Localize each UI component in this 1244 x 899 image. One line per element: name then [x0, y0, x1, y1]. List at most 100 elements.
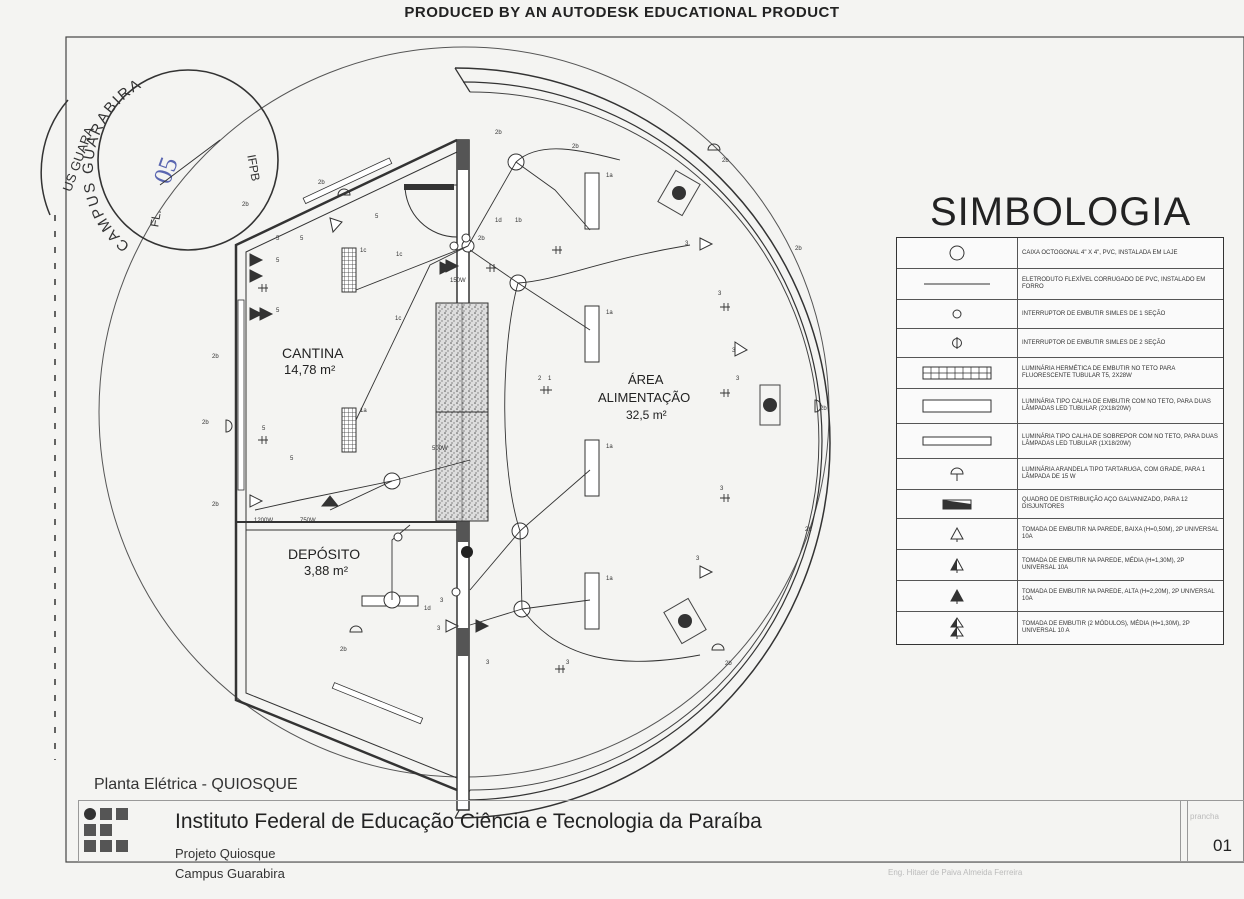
- svg-text:2b: 2b: [212, 502, 219, 508]
- conduit-line-icon: [897, 269, 1018, 299]
- svg-text:5: 5: [276, 258, 280, 264]
- trough-luminaire-4: [584, 572, 600, 630]
- legend-description: TOMADA DE EMBUTIR NA PAREDE, ALTA (h=2,2…: [1022, 589, 1215, 602]
- legend-description: CAIXA OCTOGONAL 4" X 4", PVC, INSTALADA …: [1022, 249, 1178, 256]
- legend-row: LUMINÁRIA TIPO CALHA DE EMBUTIR COM NO T…: [897, 389, 1223, 424]
- outlets: [249, 217, 748, 633]
- column-pad-1: [657, 169, 701, 217]
- legend-row: INTERRUPTOR DE EMBUTIR SIMLES DE 2 SEÇÃO: [897, 329, 1223, 358]
- stamp-fl-label: FL.: [147, 209, 164, 229]
- svg-text:1b: 1b: [515, 218, 522, 224]
- wall-column-mid: [457, 520, 469, 542]
- svg-text:2b: 2b: [495, 130, 502, 136]
- legend-description: ELETRODUTO FLEXÍVEL CORRUGADO DE PVC, IN…: [1022, 277, 1206, 290]
- svg-text:3: 3: [566, 660, 570, 666]
- room-deposito-area: 3,88 m²: [304, 563, 349, 578]
- svg-text:5: 5: [300, 236, 304, 242]
- octagonal-box-icon: [897, 238, 1018, 268]
- svg-text:3: 3: [732, 348, 736, 354]
- hermetic-luminaire-icon: [897, 358, 1018, 388]
- svg-text:2: 2: [538, 376, 542, 382]
- legend-description: TOMADA DE EMBUTIR NA PAREDE, BAIXA (h=0,…: [1022, 527, 1219, 540]
- window-top: [302, 157, 393, 205]
- project-name: Projeto Quiosque: [175, 846, 276, 861]
- legend-description: LUMINÁRIA TIPO CALHA DE SOBREPOR COM NO …: [1022, 434, 1218, 447]
- svg-text:2b: 2b: [725, 661, 732, 667]
- svg-text:2b: 2b: [795, 246, 802, 252]
- legend-row: TOMADA DE EMBUTIR NA PAREDE, ALTA (h=2,2…: [897, 581, 1223, 612]
- legend-description: TOMADA DE EMBUTIR NA PAREDE, MÉDIA (h=1,…: [1022, 558, 1185, 571]
- legend-row: TOMADA DE EMBUTIR (2 MÓDULOS), MÉDIA (H=…: [897, 612, 1223, 644]
- single-switch-icon: [897, 300, 1018, 328]
- legend-description: INTERRUPTOR DE EMBUTIR SIMLES DE 2 SEÇÃO: [1022, 339, 1166, 346]
- column-pad-3: [663, 597, 707, 645]
- column-pad-2: [759, 384, 781, 426]
- svg-text:2b: 2b: [202, 420, 209, 426]
- legend-row: CAIXA OCTOGONAL 4" X 4", PVC, INSTALADA …: [897, 238, 1223, 269]
- svg-text:CAMPUS GUARABIRA: CAMPUS GUARABIRA: [80, 75, 145, 255]
- door-swing: [404, 184, 458, 238]
- svg-text:2b: 2b: [572, 144, 579, 150]
- room-cantina-name: CANTINA: [282, 345, 344, 361]
- svg-text:5: 5: [276, 308, 280, 314]
- outlet-medium-icon: [897, 550, 1018, 580]
- circuit-marks: [258, 246, 730, 673]
- window-left: [237, 299, 245, 491]
- wall-sconces: [225, 143, 822, 651]
- column-3: [678, 614, 692, 628]
- sheet-label: prancha: [1190, 812, 1219, 821]
- canopy-mid-ring: [469, 91, 820, 791]
- svg-text:3: 3: [437, 626, 441, 632]
- power-label-150w: 150W: [450, 278, 466, 284]
- legend-row: QUADRO DE DISTRIBUIÇÃO AÇO GALVANIZADO, …: [897, 490, 1223, 519]
- legend-row: LUMINÁRIA HERMÉTICA DE EMBUTIR NO TETO P…: [897, 358, 1223, 389]
- column-2: [763, 398, 777, 412]
- outlet-low-icon: [897, 519, 1018, 549]
- svg-text:3: 3: [696, 556, 700, 562]
- outlet-double-icon: [897, 612, 1018, 644]
- legend-description: TOMADA DE EMBUTIR (2 MÓDULOS), MÉDIA (H=…: [1022, 621, 1190, 634]
- power-label-500w: 500W: [432, 446, 448, 452]
- simbologia-title: SIMBOLOGIA: [930, 190, 1192, 234]
- power-label-1200w: 1200W: [254, 518, 273, 524]
- hermetic-luminaire-1: [341, 247, 357, 293]
- title-block: [78, 800, 1188, 862]
- sheet-border: [65, 36, 1244, 863]
- svg-text:2b: 2b: [722, 158, 729, 164]
- svg-text:2b: 2b: [212, 354, 219, 360]
- simbologia-legend: CAIXA OCTOGONAL 4" X 4", PVC, INSTALADA …: [896, 237, 1224, 645]
- svg-text:1a: 1a: [606, 444, 613, 450]
- ifpb-logo-icon: [84, 808, 128, 852]
- enclosure-inner: [245, 151, 458, 779]
- room-area-name-1: ÁREA: [628, 372, 664, 387]
- svg-text:2b: 2b: [820, 406, 827, 412]
- recessed-trough-luminaire-icon: [897, 389, 1018, 423]
- outlet-high-icon: [897, 581, 1018, 611]
- room-area-area: 32,5 m²: [626, 408, 667, 422]
- power-label-750w: 750W: [300, 518, 316, 524]
- svg-text:3: 3: [440, 598, 444, 604]
- sheet-number: 01: [1213, 836, 1232, 855]
- svg-text:5: 5: [375, 214, 379, 220]
- institution-name: Instituto Federal de Educação Ciência e …: [175, 810, 762, 833]
- conduit-runs: [254, 148, 701, 662]
- room-deposito-name: DEPÓSITO: [288, 546, 360, 562]
- svg-text:3: 3: [486, 660, 490, 666]
- svg-text:3: 3: [736, 376, 740, 382]
- double-switch-icon: [897, 329, 1018, 357]
- svg-text:1a: 1a: [360, 408, 367, 414]
- svg-text:3: 3: [718, 291, 722, 297]
- legend-description: LUMINÁRIA ARANDELA TIPO TARTARUGA, COM G…: [1022, 467, 1206, 480]
- campus-name: Campus Guarabira: [175, 866, 285, 881]
- plan-title: Planta Elétrica - QUIOSQUE: [94, 776, 298, 793]
- canopy-inner-ring: [462, 81, 823, 801]
- svg-text:1c: 1c: [396, 252, 402, 258]
- legend-description: INTERRUPTOR DE EMBUTIR SIMLES DE 1 SEÇÃO: [1022, 310, 1166, 317]
- svg-text:1a: 1a: [606, 173, 613, 179]
- svg-text:5: 5: [290, 456, 294, 462]
- stamp-outer-text: CAMPUS GUARABIRA: [80, 75, 143, 255]
- window-bottom: [331, 682, 424, 725]
- svg-text:5: 5: [276, 236, 280, 242]
